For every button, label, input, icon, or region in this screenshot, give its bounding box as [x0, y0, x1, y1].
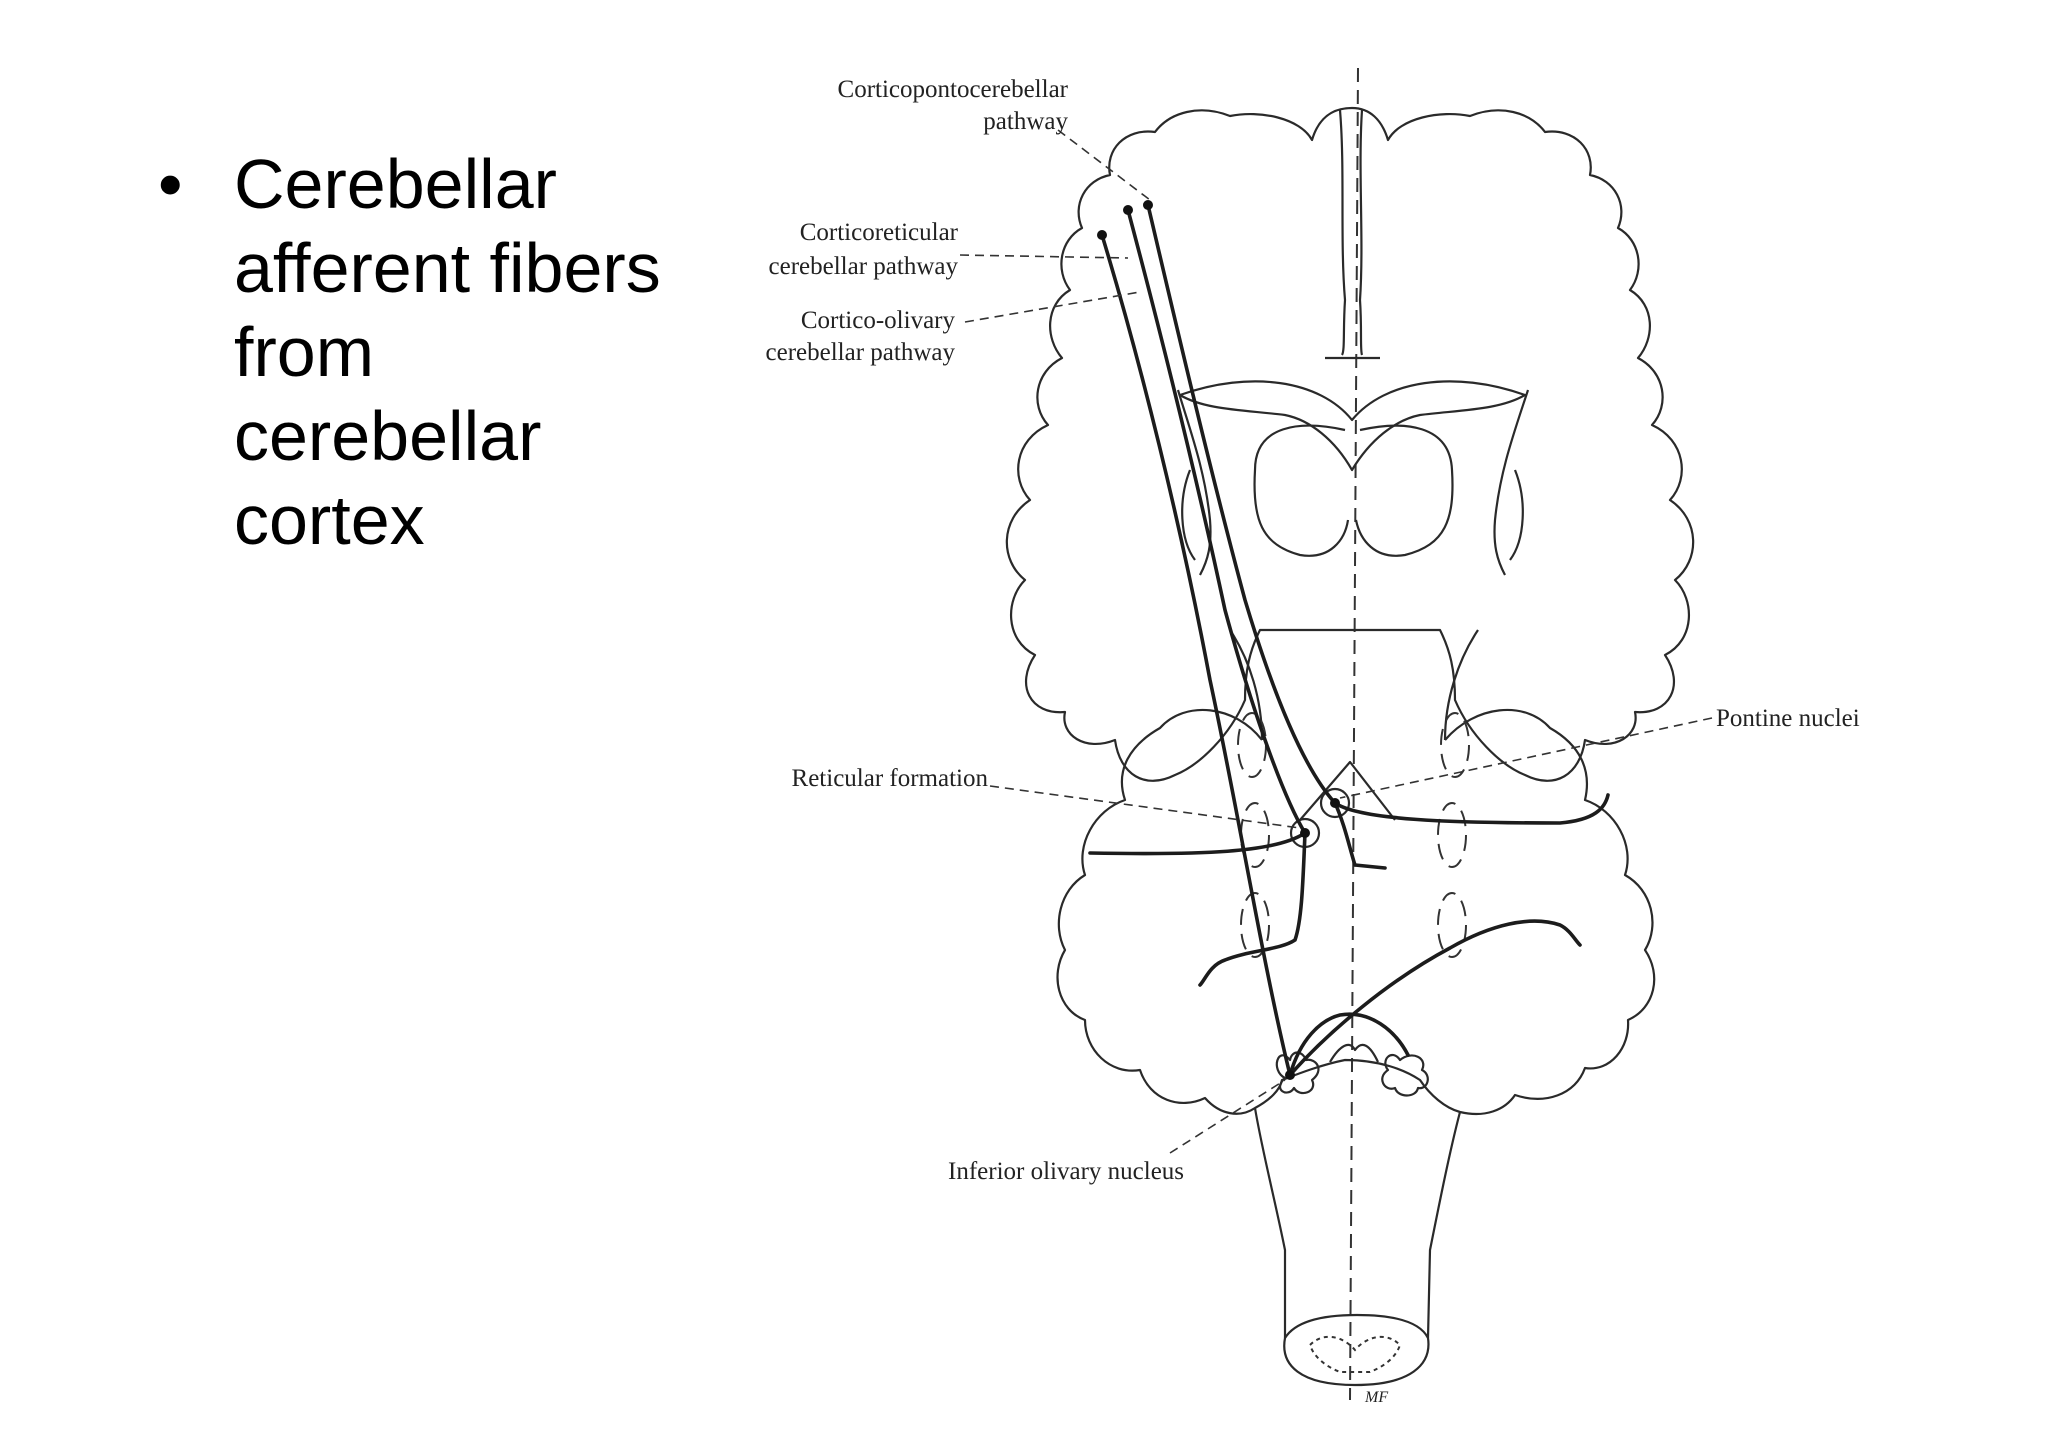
label-cortico-olivary-2: cerebellar pathway [766, 339, 956, 366]
label-pontine-nuclei: Pontine nuclei [1716, 705, 1860, 732]
label-corticoreticular: Corticoreticular [800, 219, 959, 246]
spinal-gray-matter [1308, 1335, 1402, 1373]
nucleus-dashed-5 [1437, 802, 1467, 868]
midline [1349, 67, 1359, 1401]
reticular-nucleus-dot [1300, 828, 1310, 838]
olive-right [1381, 1053, 1429, 1097]
bullet-mark: • [158, 145, 183, 223]
nucleus-dashed-2 [1240, 802, 1270, 868]
peduncle-right [1443, 629, 1479, 741]
label-corticopontocerebellar: Corticopontocerebellar [838, 76, 1069, 103]
olivocerebellar-fiber [1288, 919, 1582, 1077]
leader-inferior-olivary [1169, 1079, 1286, 1154]
cortico-olivary-fiber [1100, 233, 1292, 1077]
spinal-cord-outline [1283, 1313, 1430, 1387]
thalamus-left [1253, 424, 1350, 557]
corticoreticular-origin [1123, 205, 1133, 215]
internal-capsule-left [1176, 389, 1212, 576]
cerebellum-outline [1056, 708, 1656, 1116]
leader-pontine-nuclei [1339, 717, 1713, 799]
signature: MF [1364, 1389, 1388, 1406]
nucleus-dashed-6 [1437, 892, 1467, 958]
pontine-nucleus-dot [1330, 798, 1340, 808]
corticopontine-fiber [1146, 203, 1337, 805]
corticoreticular-fiber [1126, 208, 1307, 835]
nucleus-dashed-3 [1240, 892, 1270, 958]
pontocerebellar-fiber [1333, 793, 1610, 870]
leader-corticoreticular [959, 254, 1129, 259]
cortico-olivary-origin [1097, 230, 1107, 240]
label-corticopontocerebellar-2: pathway [983, 108, 1068, 135]
label-inferior-olivary-nucleus: Inferior olivary nucleus [948, 1158, 1184, 1185]
leader-corticopontocerebellar [1057, 129, 1151, 201]
internal-capsule-right [1493, 389, 1530, 576]
bullet-item: • Cerebellar afferent fibers from cerebe… [158, 142, 698, 562]
corpus-callosum [1178, 380, 1527, 472]
cerebrum-outline [1005, 106, 1695, 782]
thalamus-right [1354, 424, 1454, 557]
longitudinal-fissure [1325, 109, 1380, 360]
reticulocerebellar-fiber [1088, 831, 1307, 987]
corticopontine-origin [1143, 200, 1153, 210]
bullet-text: Cerebellar afferent fibers from cerebell… [234, 145, 661, 559]
pontine-nuclei-circle [1319, 787, 1351, 819]
medulla-outline [1253, 1107, 1462, 1339]
olive-nucleus-dot [1285, 1070, 1295, 1080]
nucleus-dashed-4 [1440, 712, 1470, 778]
label-corticoreticular-2: cerebellar pathway [769, 253, 959, 280]
label-cortico-olivary: Cortico-olivary [801, 307, 956, 334]
fourth-ventricle [1299, 760, 1396, 1063]
leader-reticular-formation [989, 785, 1301, 829]
label-reticular-formation: Reticular formation [792, 765, 989, 792]
leader-cortico-olivary [964, 291, 1141, 323]
